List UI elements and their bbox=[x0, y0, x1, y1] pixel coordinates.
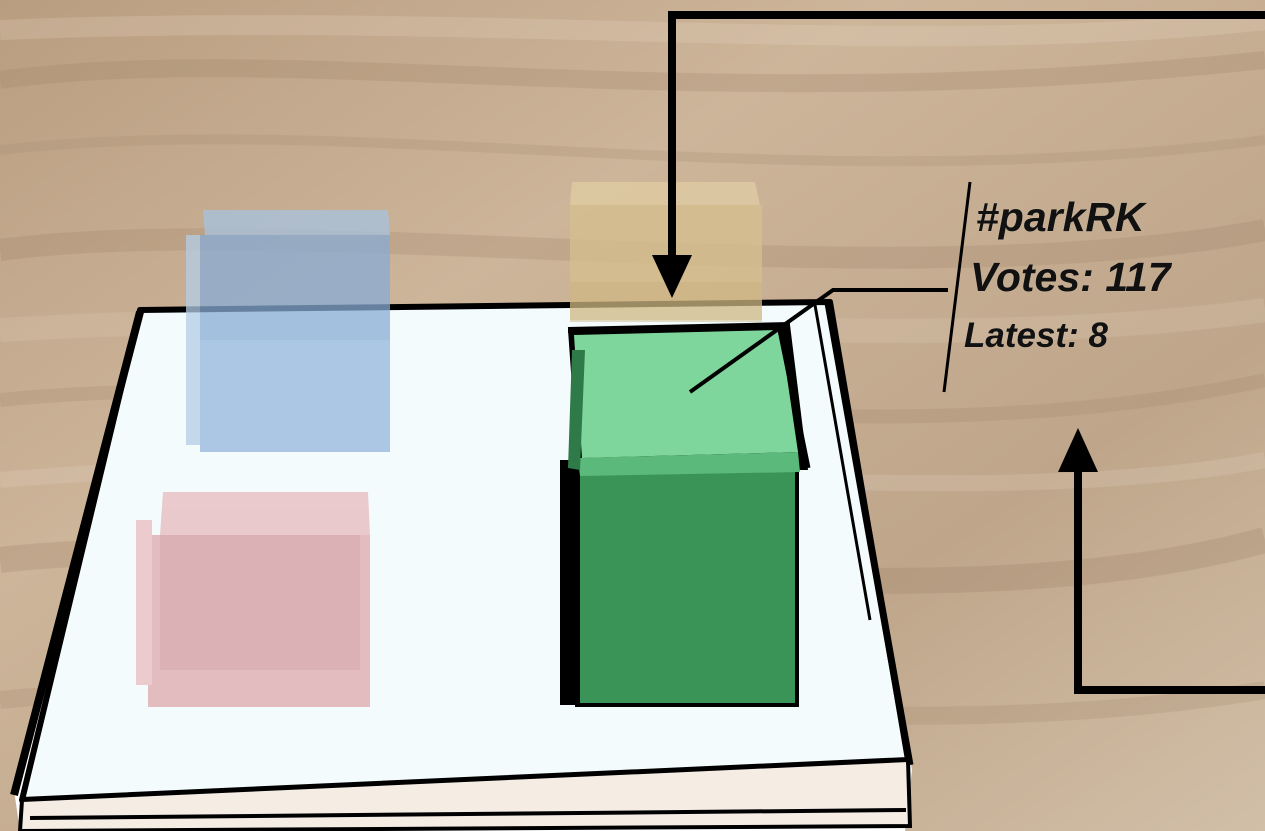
latest-label: Latest: bbox=[964, 316, 1079, 355]
latest-line: Latest: 8 bbox=[964, 308, 1262, 364]
arrow-down bbox=[652, 11, 1265, 298]
latest-value: 8 bbox=[1088, 316, 1108, 355]
callout-leader bbox=[688, 181, 972, 394]
hashtag-text: #parkRK bbox=[976, 194, 1145, 240]
ar-info-label: #parkRK Votes: 117 Latest: 8 bbox=[962, 188, 1262, 364]
green-box[interactable] bbox=[560, 322, 811, 707]
yellow-box[interactable] bbox=[570, 182, 762, 322]
votes-value: 117 bbox=[1105, 254, 1171, 300]
arrow-up bbox=[1058, 428, 1265, 694]
votes-label: Votes: bbox=[970, 254, 1094, 300]
blue-box[interactable] bbox=[186, 210, 390, 452]
red-box[interactable] bbox=[136, 492, 370, 707]
votes-line: Votes: 117 bbox=[970, 246, 1262, 308]
